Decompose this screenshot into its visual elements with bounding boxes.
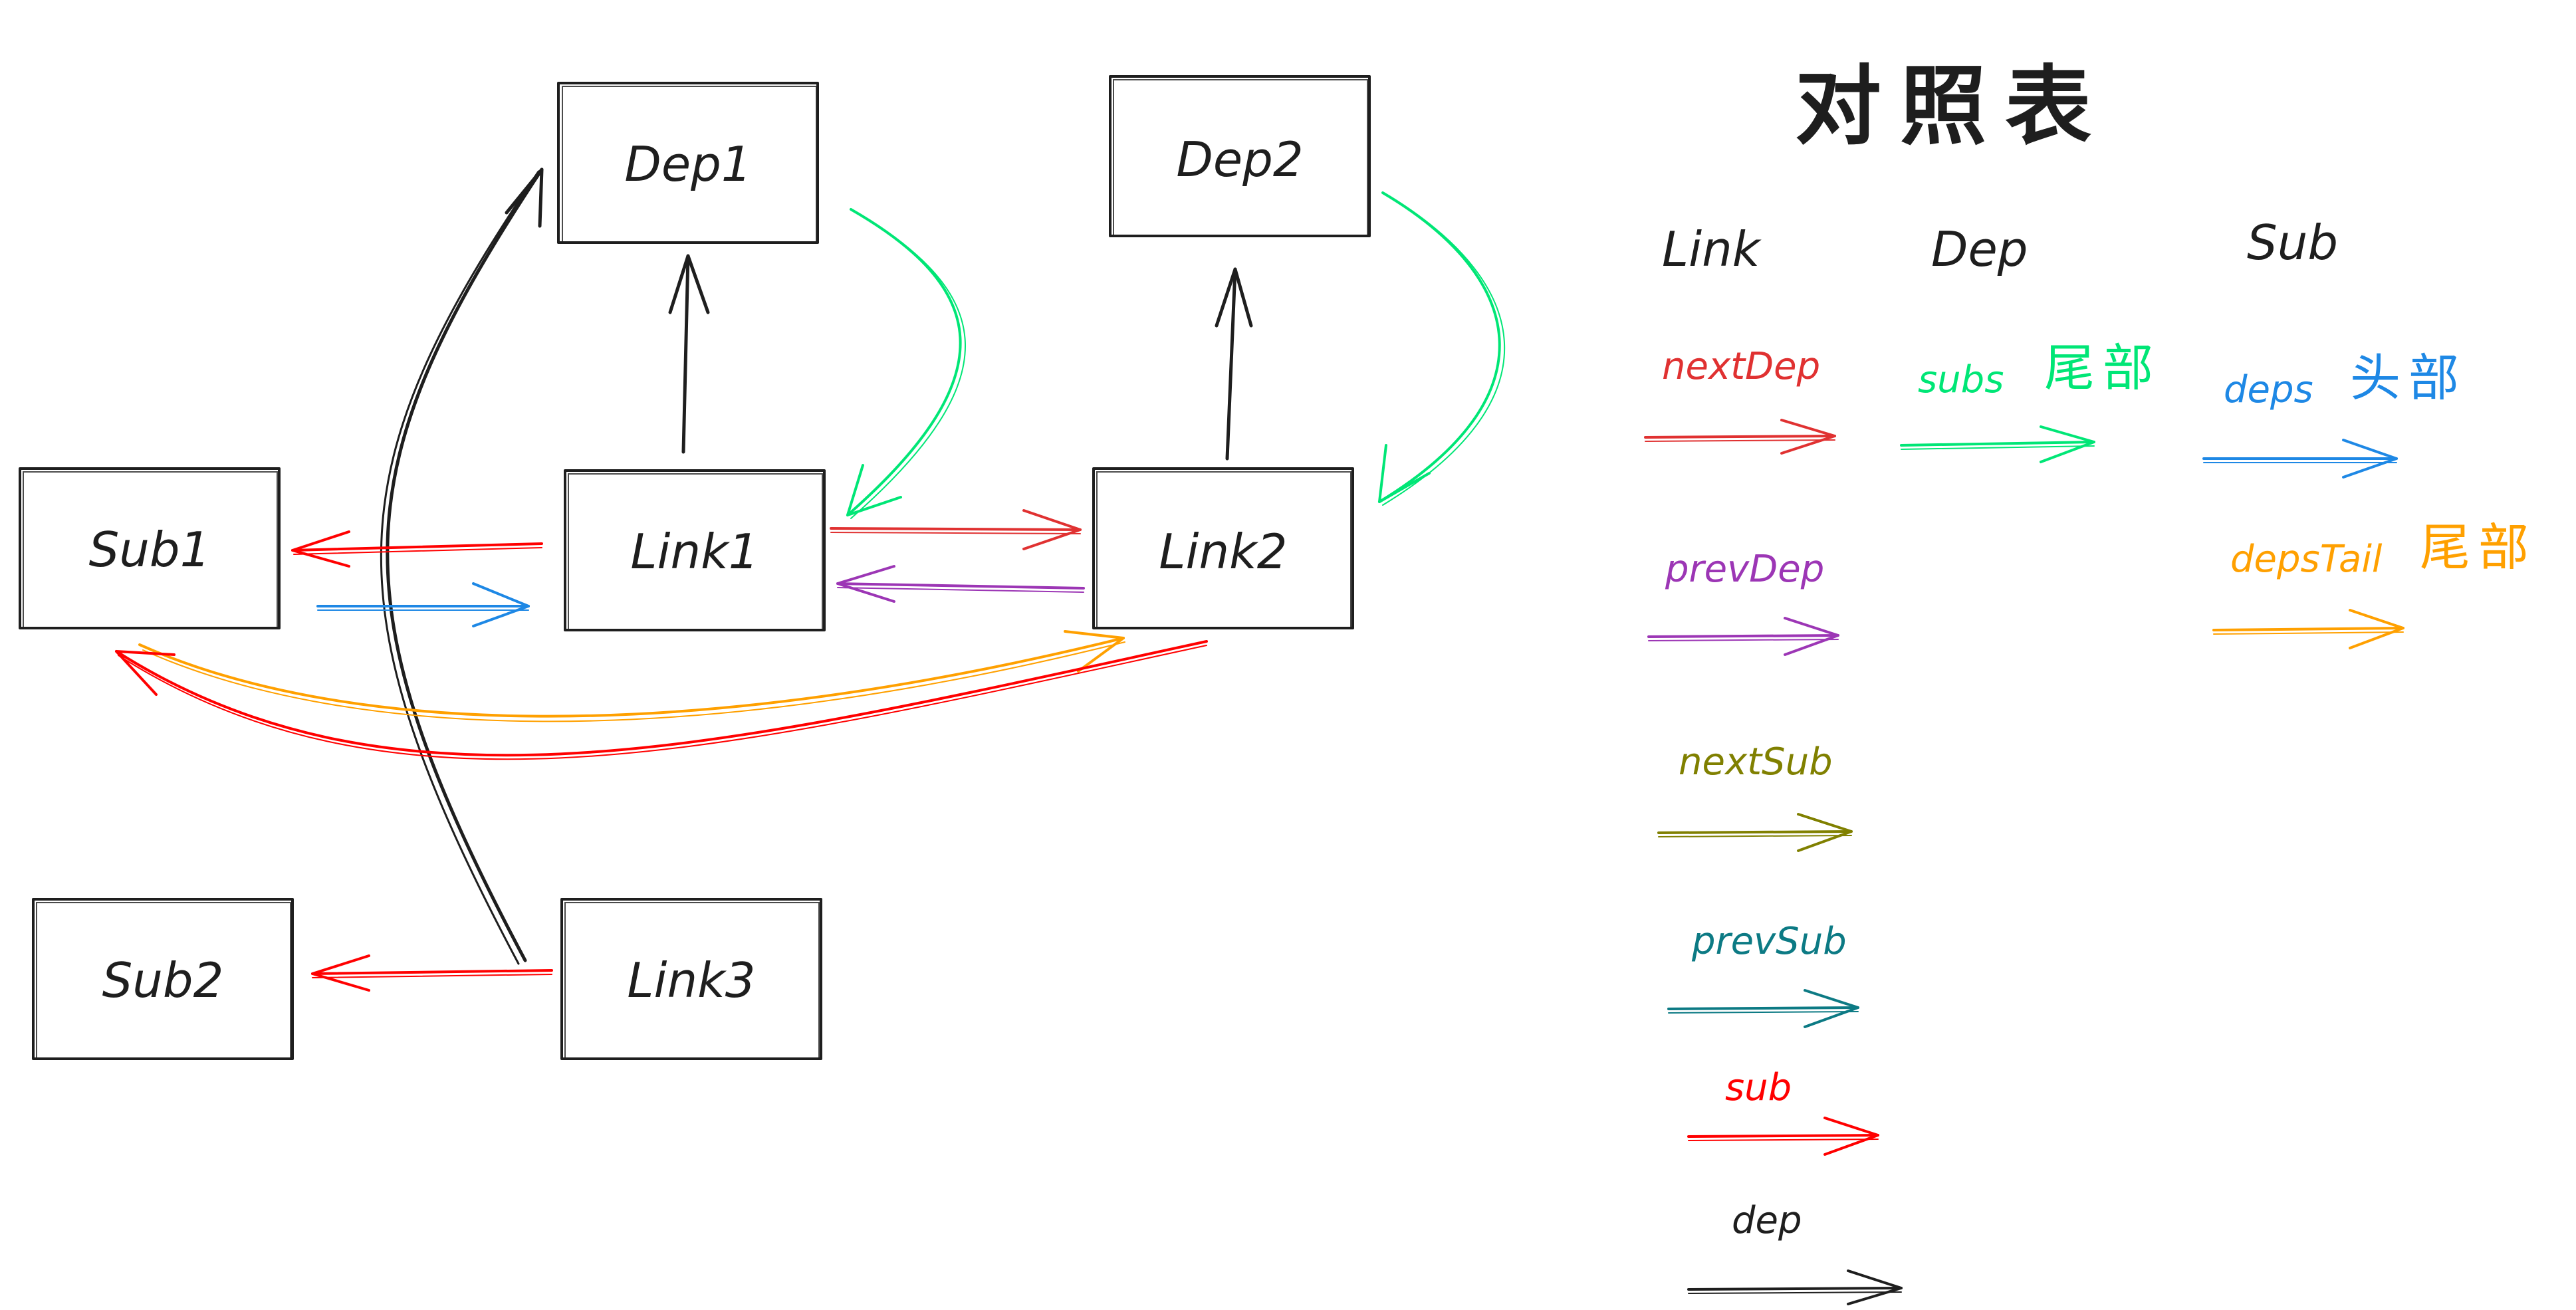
node-link2: Link2: [1092, 467, 1354, 629]
legend-depstail-arrow: [2212, 609, 2404, 649]
legend-nextdep-arrow: [1644, 419, 1836, 455]
legend-dep-arrow: [1687, 1269, 1903, 1305]
node-dep2: Dep2: [1109, 75, 1371, 237]
legend-nextsub-label: nextSub: [1679, 740, 1833, 784]
arrow-sub1-depstail-link2: [138, 630, 1125, 722]
legend-col-sub: Sub: [2247, 215, 2338, 271]
legend-prevdep-arrow: [1647, 617, 1839, 656]
legend-deps-note: 头部: [2350, 348, 2467, 407]
legend-nextsub-arrow: [1657, 813, 1853, 852]
legend-deps-label: deps: [2224, 368, 2313, 411]
arrow-link2-prevdep-link1: [836, 565, 1085, 603]
node-sub1-label: Sub1: [89, 522, 211, 578]
arrow-link1-sub1: [291, 530, 543, 568]
legend-sub-arrow: [1687, 1117, 1879, 1156]
node-dep2-label: Dep2: [1176, 132, 1303, 187]
legend-depstail-label: depsTail: [2230, 538, 2383, 581]
legend-subs-arrow: [1900, 425, 2095, 463]
legend-col-link: Link: [1662, 221, 1762, 277]
legend-deps-arrow: [2202, 439, 2398, 479]
node-link1-label: Link1: [630, 524, 759, 580]
legend-prevsub-label: prevSub: [1691, 920, 1847, 963]
node-dep1: Dep1: [557, 82, 819, 244]
legend-nextdep-label: nextDep: [1662, 345, 1820, 388]
arrow-sub1-deps-link1: [316, 582, 530, 627]
legend-subs-note: 尾部: [2044, 338, 2161, 397]
node-link3: Link3: [560, 898, 822, 1060]
legend-subs-label: subs: [1918, 358, 2004, 401]
node-dep1-label: Dep1: [624, 136, 751, 192]
arrow-dep2-subs-link2: [1378, 191, 1506, 506]
node-link2-label: Link2: [1159, 524, 1287, 580]
node-sub2-label: Sub2: [102, 952, 224, 1008]
node-sub1: Sub1: [19, 467, 281, 629]
legend-prevsub-arrow: [1667, 989, 1859, 1028]
arrow-link1-nextdep-link2: [830, 509, 1082, 550]
legend-depstail-note: 尾部: [2420, 518, 2537, 577]
legend-col-dep: Dep: [1931, 221, 2028, 277]
arrow-link3-sub2: [311, 954, 553, 992]
arrow-dep1-subs-link1: [846, 208, 966, 519]
arrow-link2-sub1: [115, 640, 1208, 760]
legend-prevdep-label: prevDep: [1665, 548, 1824, 591]
arrow-link2-dep2: [1215, 267, 1253, 461]
arrow-link3-dep1: [380, 167, 544, 965]
node-sub2: Sub2: [32, 898, 294, 1060]
arrow-link1-dep1: [668, 254, 710, 454]
legend-sub-label: sub: [1725, 1066, 1792, 1109]
legend-title: 对照表: [1795, 56, 2110, 157]
node-link1: Link1: [564, 469, 826, 631]
node-link3-label: Link3: [627, 952, 755, 1008]
legend-dep-label: dep: [1732, 1199, 1802, 1242]
